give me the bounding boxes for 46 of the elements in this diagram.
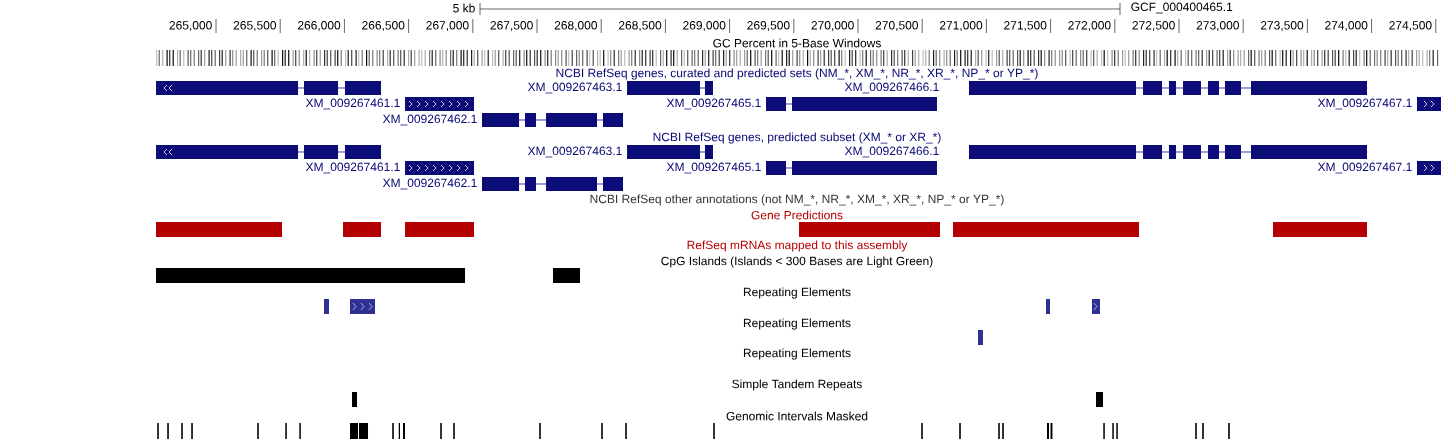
coordinate-label: 265,500 <box>233 21 277 31</box>
track-title: CpG Islands (Islands < 300 Bases are Light Green) <box>661 256 933 268</box>
gene-name: XM_009267462.1 <box>382 178 477 190</box>
coordinate-label: 267,500 <box>490 21 533 31</box>
coordinate-label: 266,500 <box>362 21 405 31</box>
track-title: NCBI RefSeq genes, curated and predicted sets (NM_*, XM_*, NR_*, XR_*, NP_* or YP_*) <box>556 68 1038 80</box>
track-title: Repeating Elements <box>743 287 851 299</box>
coordinate-label: 268,000 <box>554 21 598 31</box>
gene-name: XM_009267461.1 <box>305 162 400 174</box>
coordinate-label: 267,000 <box>426 21 469 31</box>
coordinate-label: 268,500 <box>618 21 662 31</box>
track-title: Repeating Elements <box>743 348 851 360</box>
track-title: Simple Tandem Repeats <box>732 379 862 391</box>
coordinate-label: 274,000 <box>1325 21 1368 31</box>
gene-name: XM_009267467.1 <box>1317 162 1412 174</box>
gene-name: XM_009267467.1 <box>1317 98 1412 110</box>
track-title: NCBI RefSeq genes, predicted subset (XM_* or XR_*) <box>653 132 941 144</box>
gene-name: XM_009267463.1 <box>527 82 622 94</box>
coordinate-label: 274,500 <box>1389 21 1432 31</box>
coordinate-label: 273,000 <box>1196 21 1240 31</box>
coordinate-label: 269,000 <box>683 21 726 31</box>
gene-name: XM_009267462.1 <box>382 114 477 126</box>
track-title: NCBI RefSeq other annotations (not NM_*, NR_*, XM_*, XR_*, NP_* or YP_*) <box>590 194 1004 206</box>
coordinate-label: 272,000 <box>1068 21 1111 31</box>
coordinate-label: 265,000 <box>169 21 212 31</box>
coordinate-label: 271,000 <box>939 21 983 31</box>
coordinate-label: 272,500 <box>1132 21 1175 31</box>
coordinate-label: 273,500 <box>1260 21 1304 31</box>
gene-name: XM_009267466.1 <box>844 82 939 94</box>
track-title: GC Percent in 5-Base Windows <box>713 38 881 48</box>
coordinate-label: 270,500 <box>875 21 919 31</box>
coordinate-label: 266,000 <box>297 21 341 31</box>
track-title: Gene Predictions <box>751 210 843 220</box>
coordinate-label: 271,500 <box>1004 21 1047 31</box>
gene-name: XM_009267466.1 <box>844 146 939 158</box>
coordinate-label: 270,000 <box>811 21 854 31</box>
gene-name: XM_009267461.1 <box>305 98 400 110</box>
gene-name: XM_009267465.1 <box>666 162 761 174</box>
scale-label: 5 kb <box>453 3 475 13</box>
track-title: RefSeq mRNAs mapped to this assembly <box>687 240 908 252</box>
assembly-label: GCF_000400465.1 <box>1131 2 1233 14</box>
gene-name: XM_009267465.1 <box>666 98 761 110</box>
coordinate-label: 269,500 <box>747 21 790 31</box>
track-title: Repeating Elements <box>743 318 851 330</box>
gene-name: XM_009267463.1 <box>527 146 622 158</box>
track-title: Genomic Intervals Masked <box>726 411 868 421</box>
